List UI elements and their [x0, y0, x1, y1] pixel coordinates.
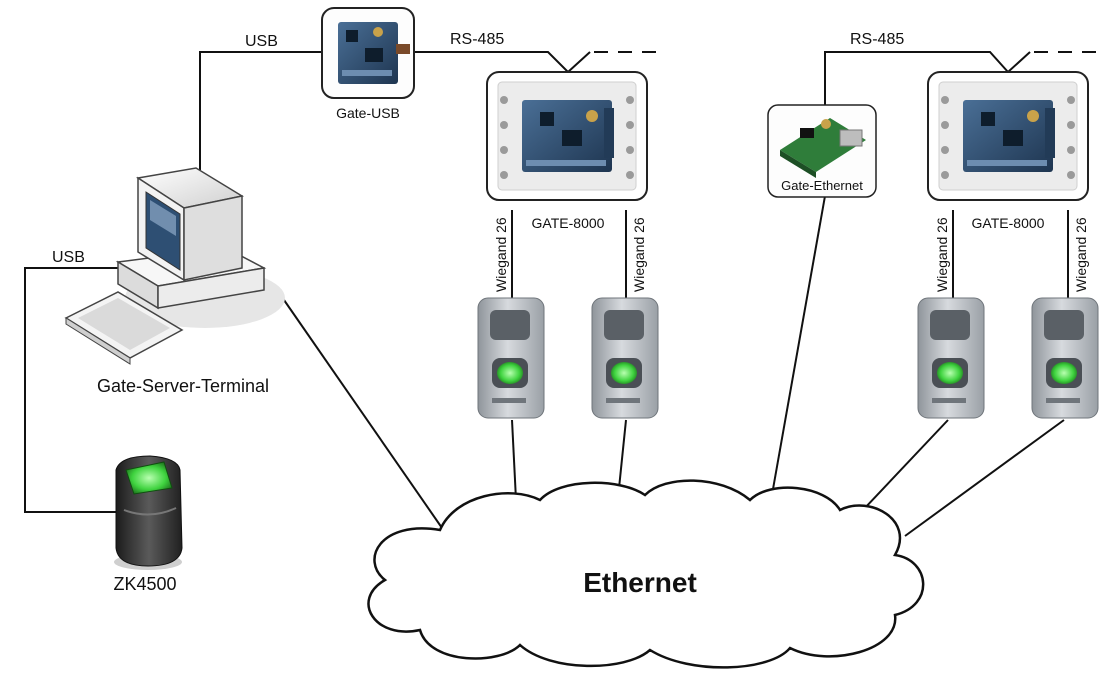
keyboard-icon — [64, 291, 184, 365]
ethernet-wire-gate-ethernet — [769, 195, 826, 507]
network-cloud-icon — [367, 479, 925, 669]
gate8000-right-label: GATE-8000 — [972, 215, 1045, 231]
usb-wire-top — [199, 51, 330, 170]
rs485-bus-left — [410, 51, 591, 74]
rs485-left-label: RS-485 — [450, 31, 504, 48]
wiegand-label-2: Wiegand 26 — [631, 217, 647, 292]
gate-ethernet-label: Gate-Ethernet — [781, 178, 863, 193]
fingerprint-reader-icon — [917, 297, 985, 419]
wiegand-label-1: Wiegand 26 — [493, 217, 509, 292]
gate-usb-device — [321, 7, 415, 99]
gate-ethernet-device — [767, 104, 877, 198]
usb-wire-left — [24, 267, 124, 513]
controller-board-icon — [338, 22, 410, 84]
rs485-bus-right — [824, 51, 1031, 105]
usb-fingerprint-scanner-icon — [114, 455, 183, 570]
fingerprint-reader-icon — [591, 297, 659, 419]
ethernet-board-icon — [780, 118, 866, 178]
ethernet-wire-reader-1 — [511, 419, 517, 501]
wiegand-label-3: Wiegand 26 — [934, 217, 950, 292]
usb-left-label: USB — [52, 249, 85, 266]
gate8000-left-label: GATE-8000 — [532, 215, 605, 231]
gate8000-left-device — [486, 71, 648, 201]
fingerprint-reader-icon — [477, 297, 545, 419]
ethernet-wire-reader-4 — [904, 419, 1065, 537]
server-terminal-label: Gate-Server-Terminal — [97, 376, 269, 396]
controller-board-icon — [963, 100, 1055, 172]
gate8000-right-device — [927, 71, 1089, 201]
wiegand-label-4: Wiegand 26 — [1073, 217, 1089, 292]
fingerprint-reader-icon — [1031, 297, 1099, 419]
gate-usb-label: Gate-USB — [336, 105, 400, 121]
desktop-computer-icon — [115, 167, 285, 328]
ethernet-label: Ethernet — [583, 567, 697, 598]
usb-top-label: USB — [245, 33, 278, 50]
ethernet-wire-server — [283, 299, 443, 529]
rs485-right-label: RS-485 — [850, 31, 904, 48]
controller-board-icon — [522, 100, 614, 172]
zk4500-label: ZK4500 — [113, 574, 176, 594]
